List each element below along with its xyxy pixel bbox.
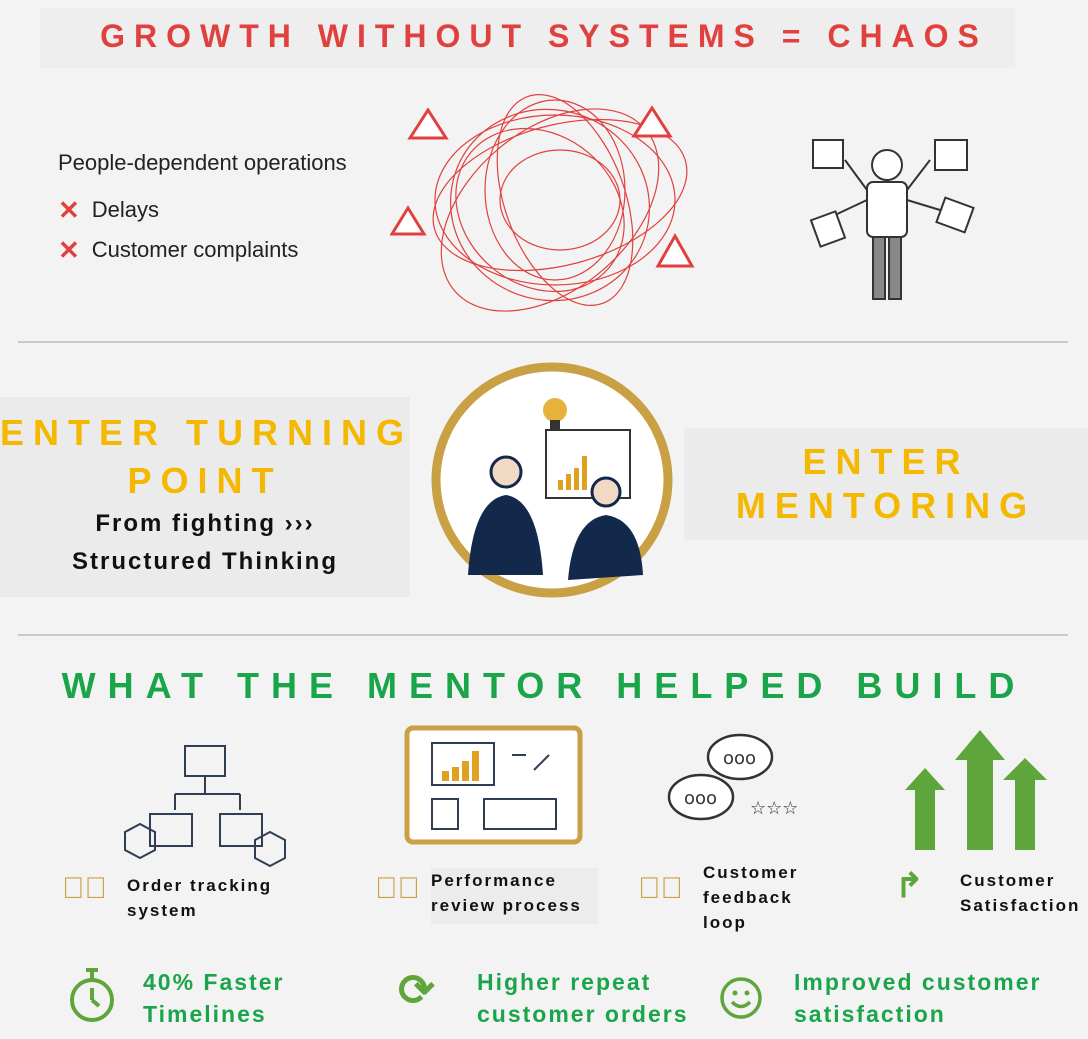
divider xyxy=(18,634,1068,636)
outcome-label: 40% Faster xyxy=(143,969,285,995)
mentoring-illustration-icon xyxy=(431,362,673,598)
svg-text:ooo: ooo xyxy=(723,748,756,769)
turning-point-panel: ENTER TURNING POINT From fighting ››› St… xyxy=(0,397,410,597)
outcome-label: customer orders xyxy=(477,1001,689,1027)
build-item-label: Customer xyxy=(960,871,1056,890)
build-item-label: review process xyxy=(431,896,582,915)
build-item-label: Order tracking xyxy=(127,876,273,895)
item-label: Customer complaints xyxy=(91,237,299,262)
build-item-label: feedback xyxy=(703,888,793,907)
list-item: ✕ Customer complaints xyxy=(58,230,347,270)
list-item: ✕ Delays xyxy=(58,190,347,230)
mentoring-title: ENTER xyxy=(802,441,970,482)
build-item: Performance review process xyxy=(431,868,598,924)
growth-arrows-icon xyxy=(905,730,1047,850)
turning-point-sub: From fighting ››› xyxy=(95,510,315,537)
outcome: Higher repeat customer orders xyxy=(477,966,689,1030)
mentoring-title-2: MENTORING xyxy=(735,485,1037,526)
outcome-label: satisfaction xyxy=(794,1001,946,1027)
turning-point-title: ENTER TURNING xyxy=(0,412,413,453)
mentoring-panel: ENTER MENTORING xyxy=(684,428,1088,540)
divider xyxy=(18,341,1068,343)
page-title: GROWTH WITHOUT SYSTEMS = CHAOS xyxy=(100,18,988,54)
smiley-icon xyxy=(720,977,762,1019)
outcome-label: Timelines xyxy=(143,1001,267,1027)
svg-text:ooo: ooo xyxy=(684,788,717,809)
build-item: Customer feedback loop xyxy=(703,860,798,935)
build-item-label: Performance xyxy=(431,871,557,890)
outcome: Improved customer satisfaction xyxy=(794,966,1041,1030)
build-item-label: loop xyxy=(703,913,747,932)
check-circle-icon: ✓⃝ xyxy=(62,872,107,905)
problems-list: People-dependent operations ✕ Delays ✕ Cus… xyxy=(58,150,347,270)
outcome-label: Higher repeat xyxy=(477,969,652,995)
chaos-scribble-icon xyxy=(390,94,695,312)
refresh-icon: ⟳ xyxy=(398,966,435,1015)
title-banner xyxy=(40,8,1015,68)
turning-point-sub-2: Structured Thinking xyxy=(72,548,338,575)
performance-dashboard-icon xyxy=(404,725,583,845)
check-circle-icon: ✓⃝ xyxy=(638,872,683,905)
stopwatch-icon xyxy=(70,968,114,1022)
svg-text:☆☆☆: ☆☆☆ xyxy=(750,798,798,819)
item-label: Delays xyxy=(91,197,160,222)
overwhelmed-person-icon xyxy=(809,139,975,300)
curved-arrow-icon: ↱ xyxy=(895,867,924,905)
turning-point-title-2: POINT xyxy=(127,460,283,501)
build-item: Order tracking system xyxy=(127,873,272,923)
flowchart-icon xyxy=(124,745,286,867)
x-icon: ✕ xyxy=(58,194,80,225)
build-item-label: system xyxy=(127,901,198,920)
x-icon: ✕ xyxy=(58,234,80,265)
check-circle-icon: ✓⃝ xyxy=(375,872,420,905)
problems-heading: People-dependent operations xyxy=(58,150,347,175)
outcome-label: Improved customer xyxy=(794,969,1042,995)
build-item-label: Customer xyxy=(703,863,799,882)
build-item-label: Satisfaction xyxy=(960,896,1081,915)
build-title: WHAT THE MENTOR HELPED BUILD xyxy=(61,665,1027,706)
